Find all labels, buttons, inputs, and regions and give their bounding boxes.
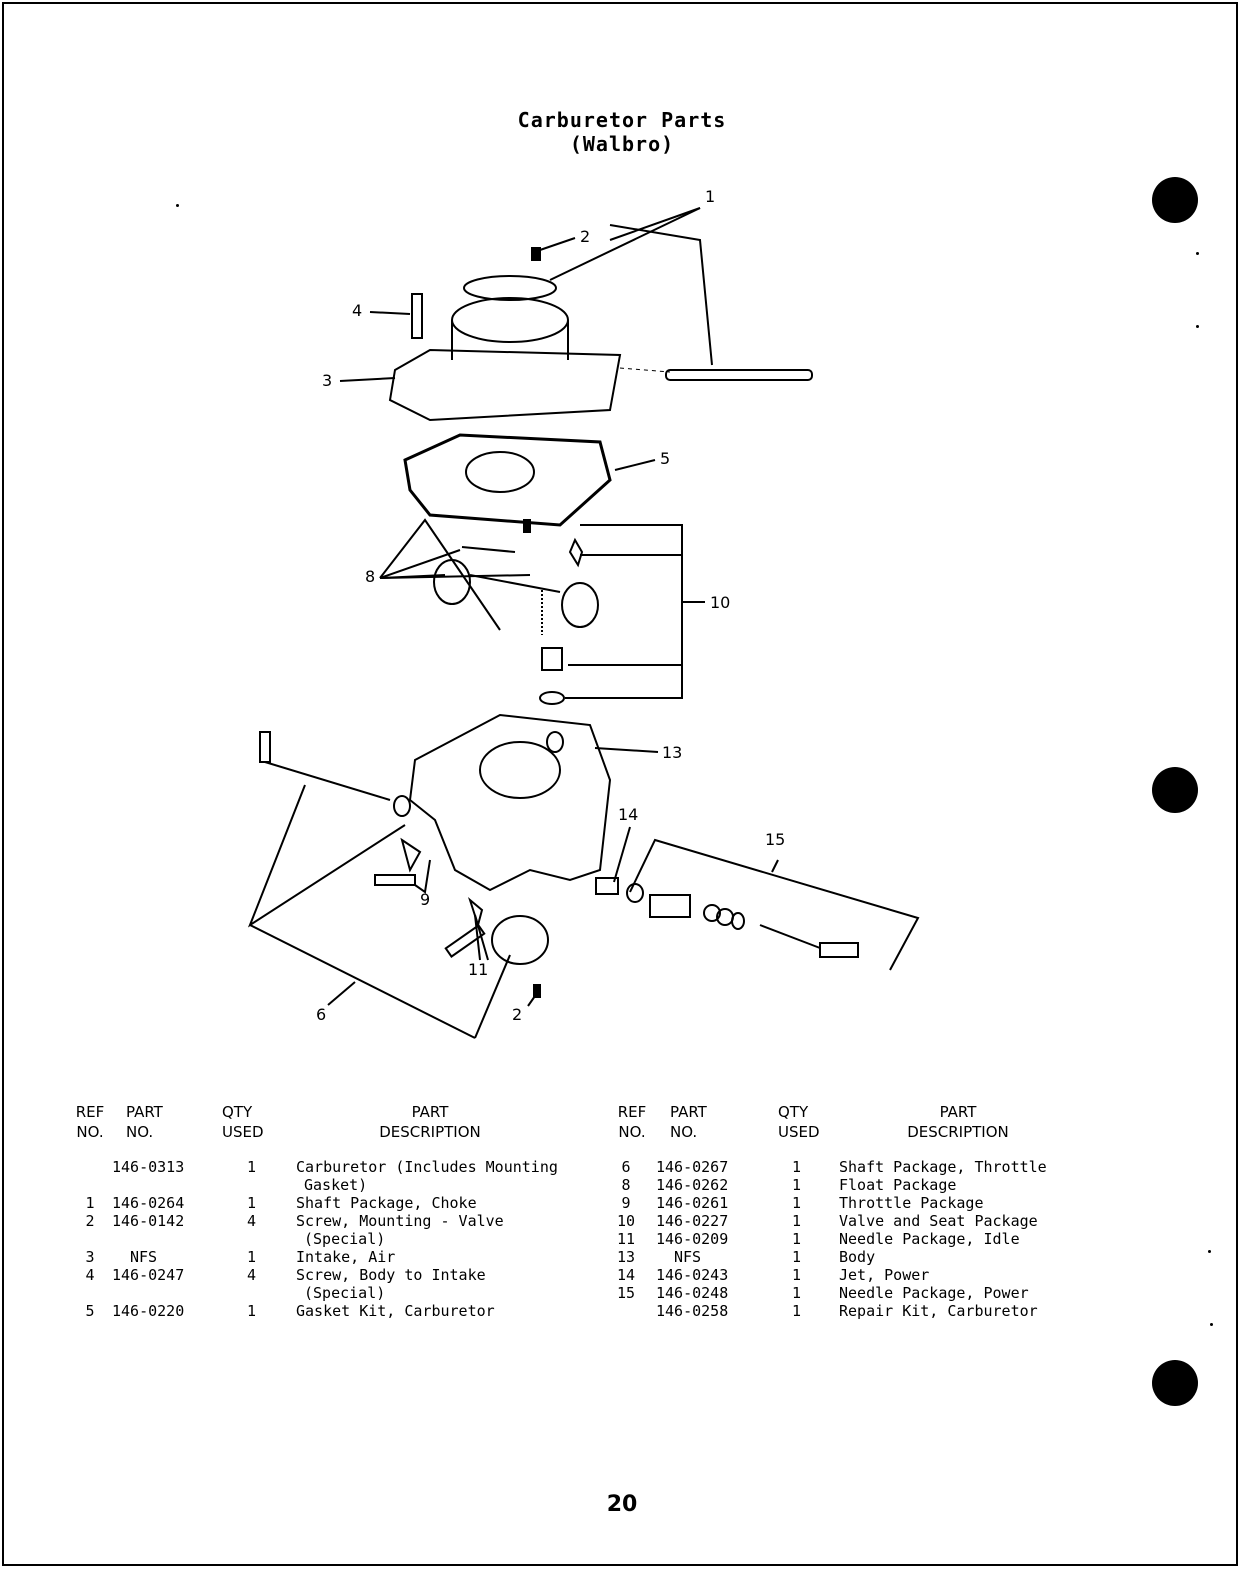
right-desc: Float Package <box>839 1176 957 1194</box>
left-desc-cont: (Special) <box>304 1230 386 1248</box>
left-ref: 3 <box>85 1248 95 1266</box>
left-desc: Carburetor (Includes Mounting <box>296 1158 558 1176</box>
right-qty: 1 <box>792 1266 802 1284</box>
right-qty: 1 <box>792 1176 802 1194</box>
left-ref: 2 <box>85 1212 95 1230</box>
left-qty: 1 <box>247 1248 257 1266</box>
right-qty: 1 <box>792 1230 802 1248</box>
callout-9: 9 <box>420 890 430 909</box>
callout-11: 11 <box>468 960 488 979</box>
right-part: 146-0258 <box>656 1302 729 1320</box>
left-qty: 1 <box>247 1302 257 1320</box>
right-part: 146-0243 <box>656 1266 729 1284</box>
left-qty: 1 <box>247 1194 257 1212</box>
callout-1: 1 <box>705 187 715 206</box>
callout-2: 2 <box>580 227 590 246</box>
right-part: 146-0261 <box>656 1194 729 1212</box>
right-desc: Jet, Power <box>839 1266 930 1284</box>
left-qty: 4 <box>247 1212 257 1230</box>
callout-3: 3 <box>322 371 332 390</box>
left-desc: Shaft Package, Choke <box>296 1194 477 1212</box>
left-part: 146-0142 <box>112 1212 185 1230</box>
callout-2-lower: 2 <box>512 1005 522 1024</box>
page-number: 20 <box>606 1492 638 1517</box>
left-desc: Screw, Body to Intake <box>296 1266 486 1284</box>
left-ref: 5 <box>85 1302 95 1320</box>
page-subtitle: (Walbro) <box>569 132 675 156</box>
scan-speck <box>176 204 179 207</box>
callout-8: 8 <box>365 567 375 586</box>
right-desc: Throttle Package <box>839 1194 984 1212</box>
right-qty: 1 <box>792 1212 802 1230</box>
right-desc: Body <box>839 1248 876 1266</box>
right-part: NFS <box>674 1248 702 1266</box>
left-part: 146-0220 <box>112 1302 185 1320</box>
right-ref: 13 <box>616 1248 636 1266</box>
right-ref: 11 <box>616 1230 636 1248</box>
right-qty: 1 <box>792 1284 802 1302</box>
right-ref: 15 <box>616 1284 636 1302</box>
right-ref: 10 <box>616 1212 636 1230</box>
callout-10: 10 <box>710 593 730 612</box>
right-desc: Needle Package, Power <box>839 1284 1029 1302</box>
left-ref: 1 <box>85 1194 95 1212</box>
callout-14: 14 <box>618 805 638 824</box>
right-qty: 1 <box>792 1194 802 1212</box>
callout-15: 15 <box>765 830 785 849</box>
left-desc-cont: Gasket) <box>304 1176 368 1194</box>
scan-speck <box>1196 252 1199 255</box>
left-ref: 4 <box>85 1266 95 1284</box>
right-desc: Valve and Seat Package <box>839 1212 1038 1230</box>
right-ref: 8 <box>621 1176 631 1194</box>
callout-6: 6 <box>316 1005 326 1024</box>
left-desc: Gasket Kit, Carburetor <box>296 1302 495 1320</box>
right-qty: 1 <box>792 1248 802 1266</box>
left-desc: Intake, Air <box>296 1248 396 1266</box>
right-ref: 9 <box>621 1194 631 1212</box>
binder-hole-middle <box>1152 767 1198 813</box>
right-part: 146-0248 <box>656 1284 729 1302</box>
left-qty: 4 <box>247 1266 257 1284</box>
binder-hole-top <box>1152 177 1198 223</box>
right-desc: Repair Kit, Carburetor <box>839 1302 1038 1320</box>
left-part: 146-0264 <box>112 1194 185 1212</box>
left-part: NFS <box>130 1248 158 1266</box>
binder-hole-bottom <box>1152 1360 1198 1406</box>
right-desc: Shaft Package, Throttle <box>839 1158 1047 1176</box>
right-part: 146-0209 <box>656 1230 729 1248</box>
callout-5: 5 <box>660 449 670 468</box>
right-desc: Needle Package, Idle <box>839 1230 1020 1248</box>
carburetor-exploded-diagram: 1 2 4 3 5 8 10 13 6 <box>247 187 920 1039</box>
right-ref: 14 <box>616 1266 636 1284</box>
right-qty: 1 <box>792 1158 802 1176</box>
right-ref: 6 <box>621 1158 631 1176</box>
left-qty: 1 <box>247 1158 257 1176</box>
scan-speck <box>1208 1250 1211 1253</box>
callout-13: 13 <box>662 743 682 762</box>
right-part: 146-0262 <box>656 1176 729 1194</box>
right-part: 146-0267 <box>656 1158 729 1176</box>
left-part: 146-0247 <box>112 1266 185 1284</box>
scan-speck <box>1210 1323 1213 1326</box>
left-desc-cont: (Special) <box>304 1284 386 1302</box>
page-title: Carburetor Parts <box>517 108 727 132</box>
callout-4: 4 <box>352 301 362 320</box>
left-part: 146-0313 <box>112 1158 185 1176</box>
right-part: 146-0227 <box>656 1212 729 1230</box>
scan-speck <box>1196 325 1199 328</box>
left-desc: Screw, Mounting - Valve <box>296 1212 504 1230</box>
right-qty: 1 <box>792 1302 802 1320</box>
